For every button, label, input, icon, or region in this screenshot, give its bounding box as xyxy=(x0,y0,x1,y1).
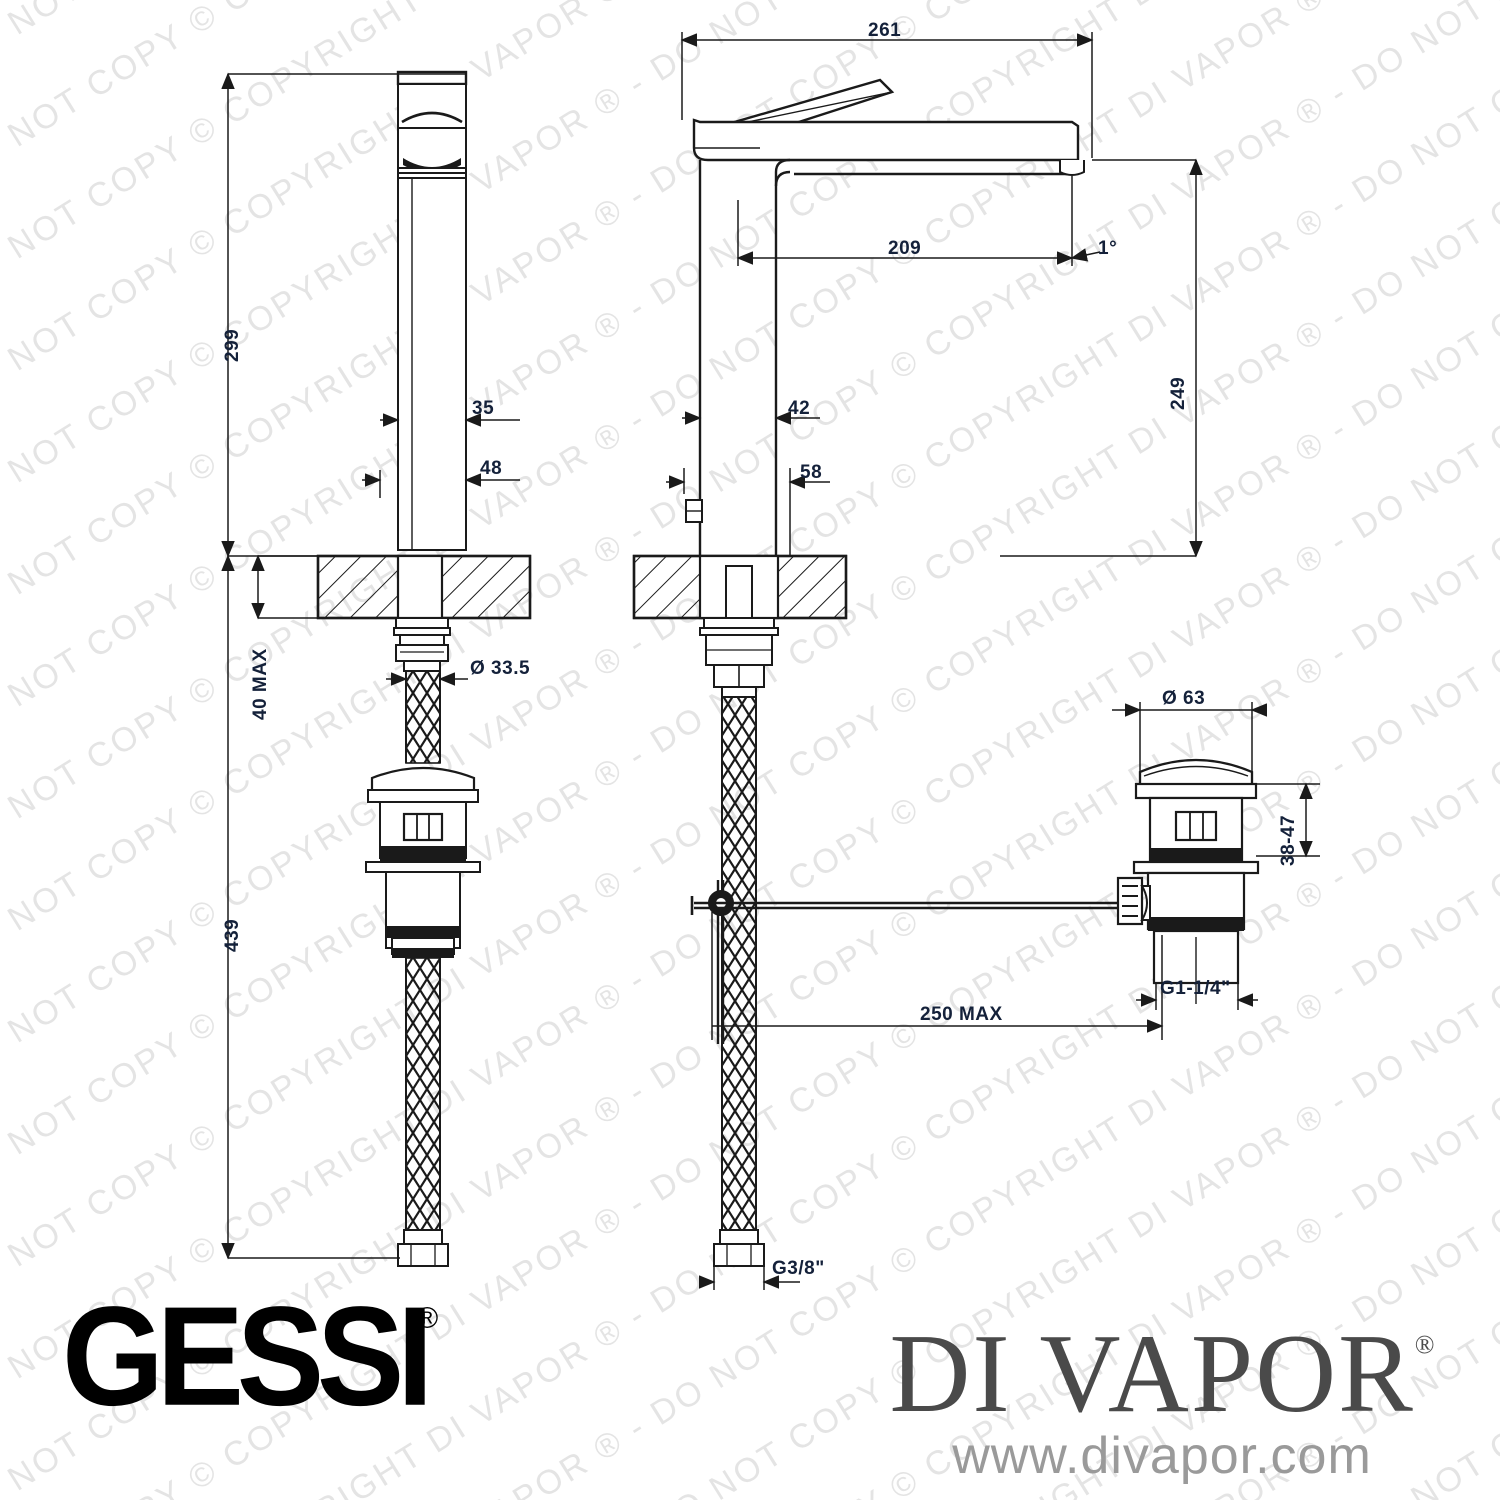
gessi-registered-mark: ® xyxy=(416,1301,439,1335)
divapor-logo: DI VAPOR® www.divapor.com xyxy=(862,1318,1462,1486)
divapor-registered-mark: ® xyxy=(1414,1329,1435,1359)
dim-spout-height: 249 xyxy=(1168,376,1189,410)
dim-inlet-thread: G3/8" xyxy=(772,1258,825,1279)
dim-waste-flange-diameter: Ø 63 xyxy=(1162,688,1206,709)
dim-basin-thickness-range: 38-47 xyxy=(1278,814,1299,866)
dim-left-overall-height: 299 xyxy=(222,328,243,362)
dim-lever-clearance: 42 xyxy=(788,398,811,419)
dim-spout-reach-overall: 261 xyxy=(868,20,902,41)
dim-body-width: 48 xyxy=(480,458,503,479)
gessi-wordmark: GESSI xyxy=(62,1277,433,1435)
dim-lever-rod-length: 250 MAX xyxy=(920,1004,1003,1025)
dim-body-depth: 58 xyxy=(800,462,823,483)
dim-left-total-height: 439 xyxy=(222,918,243,952)
dim-deck-thickness: 40 MAX xyxy=(250,648,271,720)
dim-spout-tilt-angle: 1° xyxy=(1098,238,1118,259)
dim-waste-thread: G1-1/4" xyxy=(1160,978,1231,999)
divapor-url: www.divapor.com xyxy=(952,1427,1372,1485)
gessi-logo: GESSI® xyxy=(62,1285,438,1426)
dim-handle-width: 35 xyxy=(472,398,495,419)
dim-hose-diameter: Ø 33.5 xyxy=(470,658,531,679)
dim-spout-reach-outlet: 209 xyxy=(888,238,922,259)
divapor-wordmark: DI VAPOR xyxy=(889,1312,1415,1436)
